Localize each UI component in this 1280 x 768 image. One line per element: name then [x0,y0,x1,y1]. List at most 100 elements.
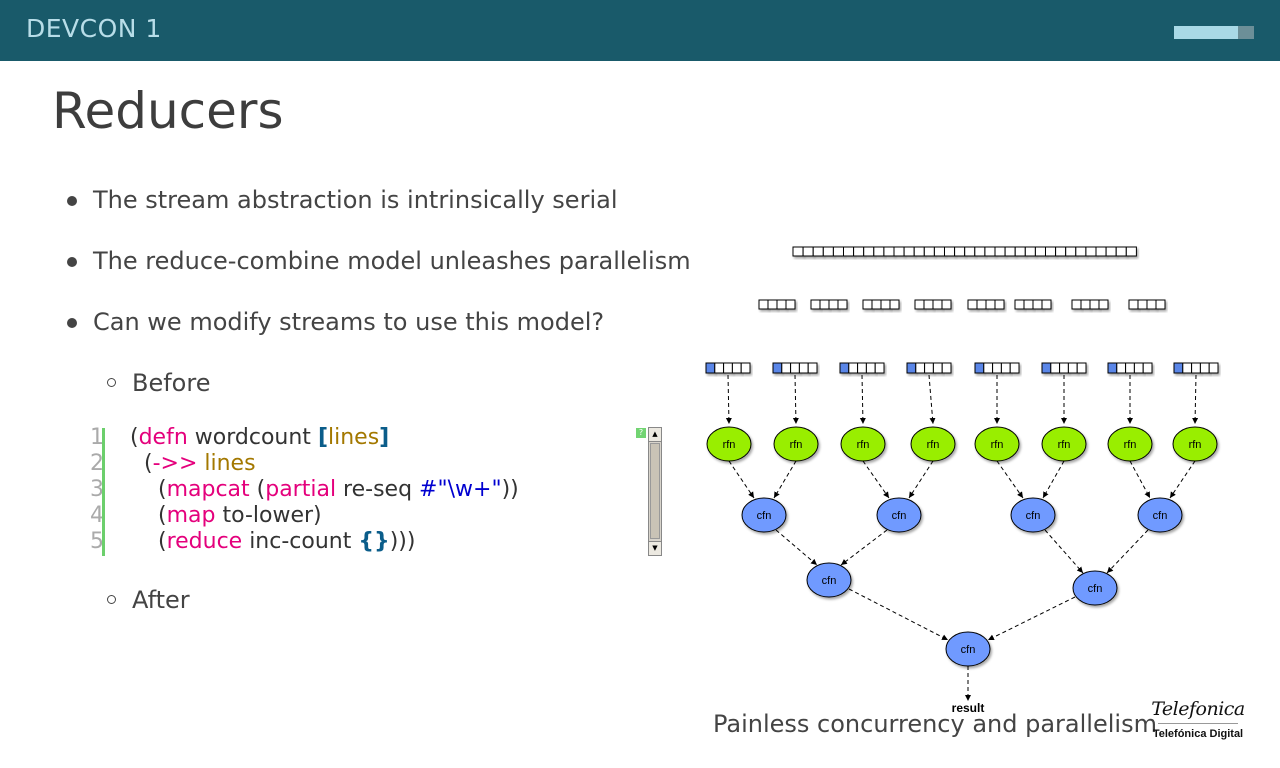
data-cell [984,246,996,257]
flow-arrow [862,460,890,499]
data-cell [1065,246,1077,257]
code-token: ( [130,477,167,502]
cfn-node [806,562,852,598]
input-cell [1067,362,1078,374]
telefonica-logo: Telefonica Telefónica Digital [1148,698,1248,754]
node-label: rfn [927,439,940,451]
data-cell [913,246,925,257]
data-cell [863,246,875,257]
data-cell [1105,246,1117,257]
code-token: ( [130,451,153,476]
chunk-cell [914,299,925,310]
code-scrollbar[interactable]: ▲ ▼ [648,427,662,556]
input-cell [798,362,809,374]
chunk-cell [994,299,1005,310]
input-cell [807,362,818,374]
node-label: rfn [1124,439,1137,451]
node-label: rfn [991,439,1004,451]
help-icon[interactable]: ? [636,428,646,438]
input-cell [723,362,733,374]
code-token: ] [379,425,390,450]
code-token: wordcount [187,425,318,450]
diagram-caption: Painless concurrency and parallelism [713,710,1157,738]
chunk-cell [758,299,769,310]
code-token: ->> [152,451,198,476]
chunk-cell [967,299,978,310]
input-cell [740,362,751,374]
node-label: rfn [723,439,736,451]
data-cell [933,246,945,257]
chunk-cell [941,299,952,310]
code-line: (reduce inc-count {}))) [130,529,519,555]
data-cell [1125,246,1137,257]
code-token: )) [501,477,519,502]
node-label: rfn [1189,439,1202,451]
node-label: rfn [857,439,870,451]
data-cell [1024,246,1036,257]
cfn-node [1137,497,1183,533]
data-cell [974,246,986,257]
code-token: re-seq [336,477,420,502]
code-token: partial [265,477,337,502]
node-label: cfn [892,510,907,522]
chunk-cell [1041,299,1052,310]
flow-arrow [928,374,936,425]
code-token: reduce [166,529,243,554]
input-cell [1173,362,1184,374]
code-token: inc-count [242,529,359,554]
input-cell [781,362,792,374]
code-token: mapcat [166,477,250,502]
data-cell [802,246,814,257]
flow-arrow [1129,460,1151,499]
bullet-dot-icon [67,318,77,328]
flow-arrow [1169,460,1196,499]
chunk-cell [1155,299,1166,310]
data-cell [893,246,905,257]
scroll-up-icon[interactable]: ▲ [649,428,661,442]
data-cell [903,246,915,257]
data-cell [873,246,885,257]
input-cell [1199,362,1210,374]
chunk-cell [1128,299,1139,310]
data-cell [853,246,865,257]
input-cell [1050,362,1061,374]
brand-label: DEVCON 1 [26,14,162,43]
input-cell [915,362,926,374]
code-token: ( [130,503,167,528]
slide-title: Reducers [52,82,284,140]
node-label: cfn [822,575,837,587]
data-cell [822,246,834,257]
cfn-node [1072,570,1118,606]
code-line: (defn wordcount [lines] [130,425,519,451]
input-cell [941,362,952,374]
bullet-dot-icon [67,257,77,267]
code-line: (mapcat (partial re-seq #"\w+")) [130,477,519,503]
chunk-cell [932,299,943,310]
chunk-cell [1032,299,1043,310]
sub-bullet-before: Before [132,369,211,397]
flow-arrow [908,460,934,499]
chunk-cell [1014,299,1025,310]
input-cell [932,362,943,374]
data-cell [792,246,804,257]
data-cell [1004,246,1016,257]
line-number: 2 [90,451,104,476]
flow-arrow [840,529,888,566]
chunk-cell [819,299,830,310]
input-cell [714,362,725,374]
scroll-down-icon[interactable]: ▼ [649,541,661,555]
sub-bullet-ring-icon [107,378,116,387]
scrollbar-thumb[interactable] [650,443,660,539]
code-token: #"\w+" [419,477,502,502]
input-cell [1041,362,1052,374]
input-cell [983,362,994,374]
code-token: ( [130,529,167,554]
flow-arrow [848,588,949,641]
input-cell [1191,362,1201,374]
input-cell [1116,362,1127,374]
flow-arrow [987,596,1076,641]
data-cell [994,246,1006,257]
input-cell [848,362,859,374]
chunk-cell [889,299,900,310]
